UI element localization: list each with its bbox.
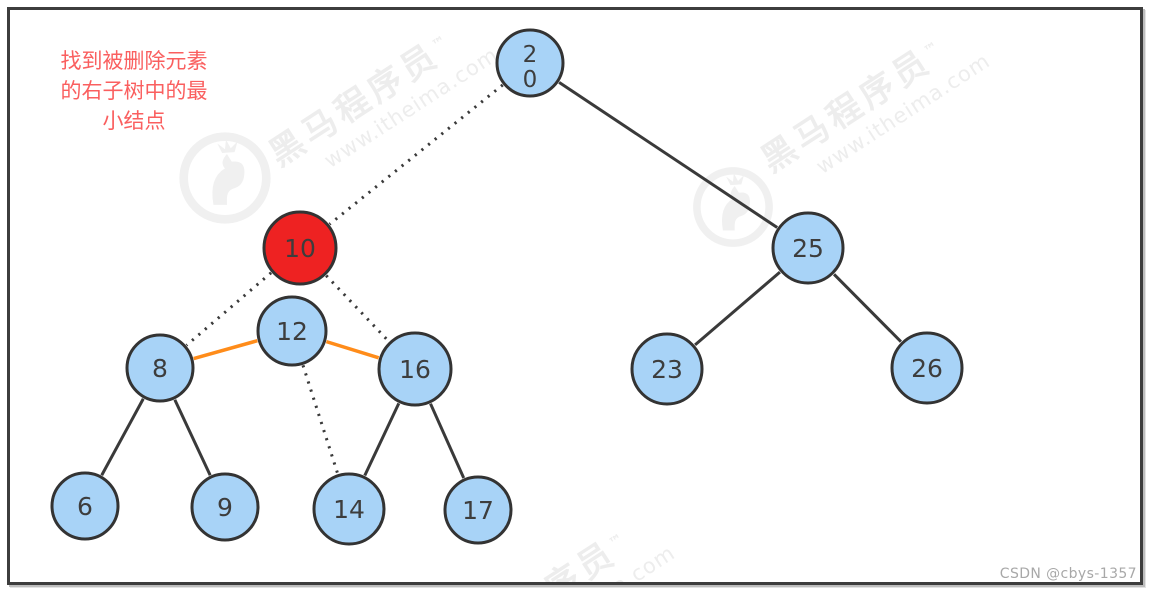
edge-10-8-dotted xyxy=(185,271,273,347)
node-label-8: 8 xyxy=(152,354,168,383)
edge-8-9-solid xyxy=(173,399,212,476)
tree-node-12: 12 xyxy=(256,295,328,367)
diagram-frame: 黑马程序员™ www.itheima.com 黑马程序员™ www.itheim… xyxy=(7,7,1143,585)
node-circle-8 xyxy=(125,333,195,403)
node-label-17: 17 xyxy=(462,496,494,525)
node-circle-10 xyxy=(262,210,338,286)
edge-16-17-solid xyxy=(429,403,466,479)
edge-8-6-solid xyxy=(100,398,145,476)
deletion-note: 找到被删除元素 的右子树中的最 小结点 xyxy=(43,46,225,136)
edge-20-25-solid xyxy=(558,81,779,229)
tree-node-17: 17 xyxy=(443,475,513,545)
node-label-9: 9 xyxy=(217,493,233,522)
edge-16-14-solid xyxy=(363,402,401,477)
itheima-logo-icon xyxy=(693,167,773,247)
tree-node-14: 14 xyxy=(312,472,386,546)
deletion-note-line: 找到被删除元素 xyxy=(60,49,208,73)
edge-25-26-solid xyxy=(832,273,903,343)
node-circle-6 xyxy=(50,471,120,541)
edge-12-14-dotted xyxy=(301,364,340,475)
tree-node-16: 16 xyxy=(377,331,453,407)
deletion-note-line: 的右子树中的最 xyxy=(60,79,208,103)
node-circle-23 xyxy=(630,332,704,406)
node-label-6: 6 xyxy=(77,492,93,521)
node-circle-14 xyxy=(312,472,386,546)
node-circle-9 xyxy=(190,472,260,542)
node-circle-17 xyxy=(443,475,513,545)
node-label-14: 14 xyxy=(333,495,365,524)
tree-node-6: 6 xyxy=(50,471,120,541)
deletion-note-line: 小结点 xyxy=(102,109,166,133)
edge-20-10-dotted xyxy=(328,83,504,226)
node-label-16: 16 xyxy=(399,355,431,384)
csdn-credit: CSDN @cbys-1357 xyxy=(999,566,1137,582)
node-label-10: 10 xyxy=(284,234,316,263)
edge-10-16-dotted xyxy=(325,274,390,343)
tree-node-23: 23 xyxy=(630,332,704,406)
node-circle-12 xyxy=(256,295,328,367)
tree-node-10: 10 xyxy=(262,210,338,286)
tree-node-25: 25 xyxy=(771,211,845,285)
node-circle-16 xyxy=(377,331,453,407)
node-label-12: 12 xyxy=(276,317,308,346)
node-label-23: 23 xyxy=(651,355,683,384)
edge-12-16-orange xyxy=(325,339,380,360)
node-circle-20 xyxy=(495,28,565,98)
tree-node-8: 8 xyxy=(125,333,195,403)
tree-node-26: 26 xyxy=(890,331,964,405)
edge-8-12-orange xyxy=(193,339,258,361)
node-label-25: 25 xyxy=(792,234,824,263)
node-circle-25 xyxy=(771,211,845,285)
edge-25-23-solid xyxy=(694,270,781,347)
tree-node-9: 9 xyxy=(190,472,260,542)
node-label-26: 26 xyxy=(911,354,943,383)
itheima-logo-icon xyxy=(179,132,271,224)
node-circle-26 xyxy=(890,331,964,405)
